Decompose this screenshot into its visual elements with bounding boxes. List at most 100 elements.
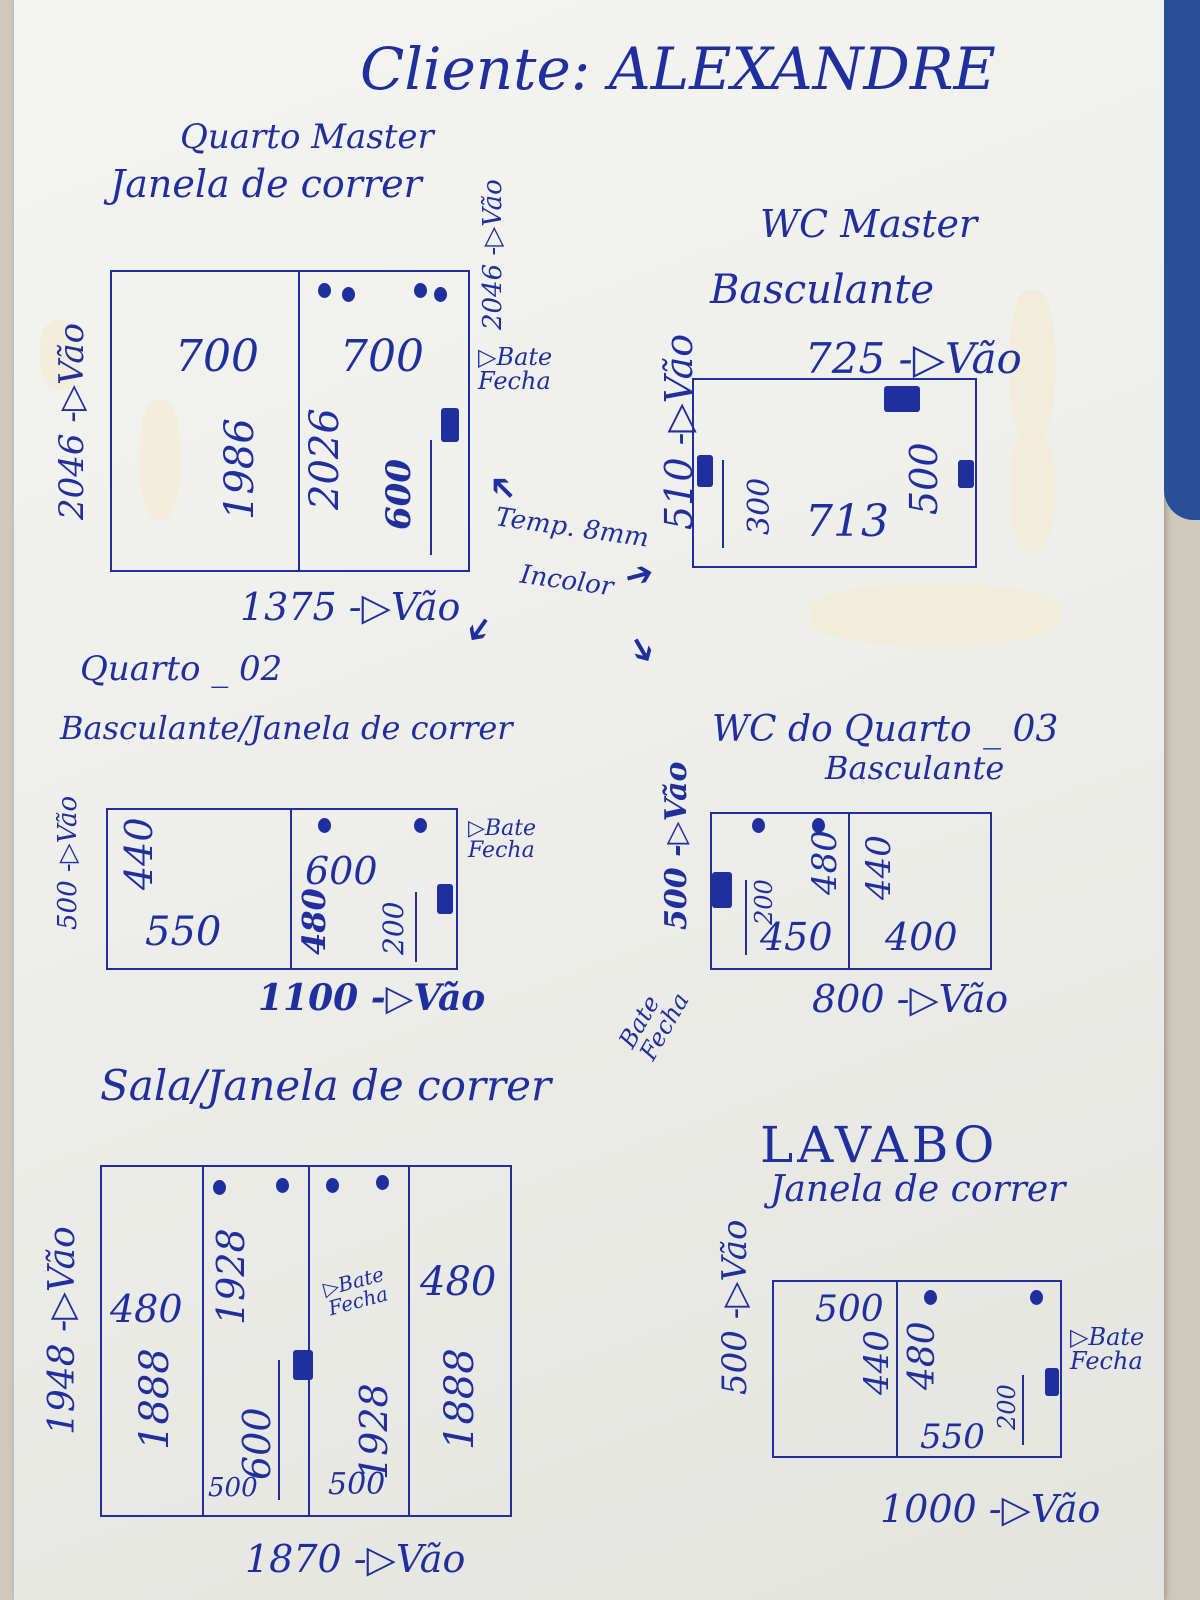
correction-mark [1010,290,1055,440]
correction-mark [810,585,1060,645]
correction-mark [40,320,80,390]
lavabo-subtitle: Janela de correr [770,1169,1066,1210]
qm-left-width: 700 [175,331,259,382]
panel-divider [202,1167,204,1515]
dimension-line [430,440,432,555]
sala-p4-width: 480 [420,1259,497,1305]
correction-mark [1010,430,1055,550]
lock-mark [697,455,713,487]
wc-q03-side: 500 -▷Vão [659,761,694,930]
sala-p2-lock: 600 [235,1407,279,1480]
lock-mark [441,408,459,442]
wc-master-lock-height: 300 [742,477,777,535]
dimension-line [1022,1375,1024,1445]
lock-mark [1045,1368,1059,1396]
sala-p1-height: 1888 [132,1348,178,1450]
q02-bottom: 1100 -▷Vão [258,977,486,1019]
wc-q03-subtitle: Basculante [825,749,1005,787]
dimension-line [722,460,724,548]
q02-lock-label: ▷Bate Fecha [468,816,537,863]
qm-lock-label: ▷Bate Fecha [478,343,553,395]
roller-dot [812,818,825,833]
lock-mark [958,460,974,488]
wc-master-top: 725 -▷Vão [805,334,1022,383]
correction-mark [140,400,180,520]
sala-p3-width: 500 [328,1467,386,1502]
qm-right-height: 2026 [302,408,348,510]
sala-p3-height: 1928 [352,1383,396,1480]
dimension-line [415,892,417,962]
roller-dot [414,283,427,298]
roller-dot [1030,1290,1043,1305]
quarto-master-height-right: 2046 -▷Vão [478,179,508,330]
q02-lock-height: 200 [377,901,410,955]
wc-q03-right-width: 400 [885,915,958,959]
sala-p4-height: 1888 [437,1348,483,1450]
panel-divider [848,814,850,968]
lavabo-lock-height: 200 [993,1384,1021,1430]
sala-p2-height: 1928 [209,1228,253,1325]
lavabo-title: LAVABO [760,1116,999,1174]
client-title: Cliente: ALEXANDRE [360,35,996,103]
wc-master-inner-width: 713 [805,496,889,547]
sala-p2-width: 500 [208,1473,258,1503]
quarto-02-subtitle: Basculante/Janela de correr [60,709,513,747]
wc-q03-title: WC do Quarto _ 03 [712,709,1059,750]
wc-q03-left-width: 450 [760,915,833,959]
roller-dot [213,1180,226,1195]
roller-dot [752,818,765,833]
quarto-master-height-vao: 2046 -▷Vão [52,322,92,520]
roller-dot [376,1175,389,1190]
dimension-line [278,1360,280,1500]
lavabo-bottom: 1000 -▷Vão [880,1487,1101,1531]
q02-right-width: 600 [305,849,378,893]
sala-side: 1948 -▷Vão [42,1226,83,1435]
quarto-02-side: 500 -▷Vão [53,795,83,930]
wc-master-inner-height: 500 [902,442,946,515]
lock-mark [437,884,453,914]
sala-window [100,1165,512,1517]
paper-sheet [14,0,1164,1600]
wc-q03-bottom: 800 -▷Vão [812,977,1009,1021]
roller-dot [342,287,355,302]
q02-right-height: 480 [295,888,333,955]
lavabo-side: 500 -▷Vão [715,1219,755,1395]
panel-divider [298,272,300,570]
sala-bottom: 1870 -▷Vão [245,1537,466,1581]
lavabo-right-width: 550 [920,1417,985,1457]
roller-dot [924,1290,937,1305]
lock-mark [293,1350,313,1380]
blue-folder-edge [1164,0,1200,520]
roller-dot [276,1178,289,1193]
lavabo-left-width: 500 [815,1289,884,1330]
quarto-master-subtitle: Janela de correr [110,162,422,206]
qm-right-width: 700 [340,331,424,382]
sala-title: Sala/Janela de correr [100,1061,552,1110]
panel-divider [290,810,292,968]
roller-dot [326,1178,339,1193]
quarto-master-title: Quarto Master [180,117,434,157]
lavabo-lock-label: ▷Bate Fecha [1070,1323,1145,1375]
lock-mark [712,872,732,908]
panel-divider [308,1167,310,1515]
panel-divider [896,1282,898,1456]
roller-dot [414,818,427,833]
quarto-02-window [106,808,458,970]
lavabo-right-height: 480 [902,1321,943,1390]
panel-divider [408,1167,410,1515]
wc-master-title: WC Master [760,202,978,246]
roller-dot [434,287,447,302]
q02-left-width: 550 [145,909,222,955]
dimension-line [745,880,747,955]
quarto-02-title: Quarto _ 02 [80,649,283,689]
lavabo-window [772,1280,1062,1458]
roller-dot [318,818,331,833]
qm-width-vao: 1375 -▷Vão [240,585,461,629]
wc-master-subtitle: Basculante [710,267,935,313]
qm-left-height: 1986 [217,418,263,520]
q02-left-height: 440 [117,817,161,890]
wc-master-window [692,378,977,568]
wc-q03-window [710,812,992,970]
roller-dot [318,283,331,298]
sala-p1-width: 480 [110,1287,183,1331]
